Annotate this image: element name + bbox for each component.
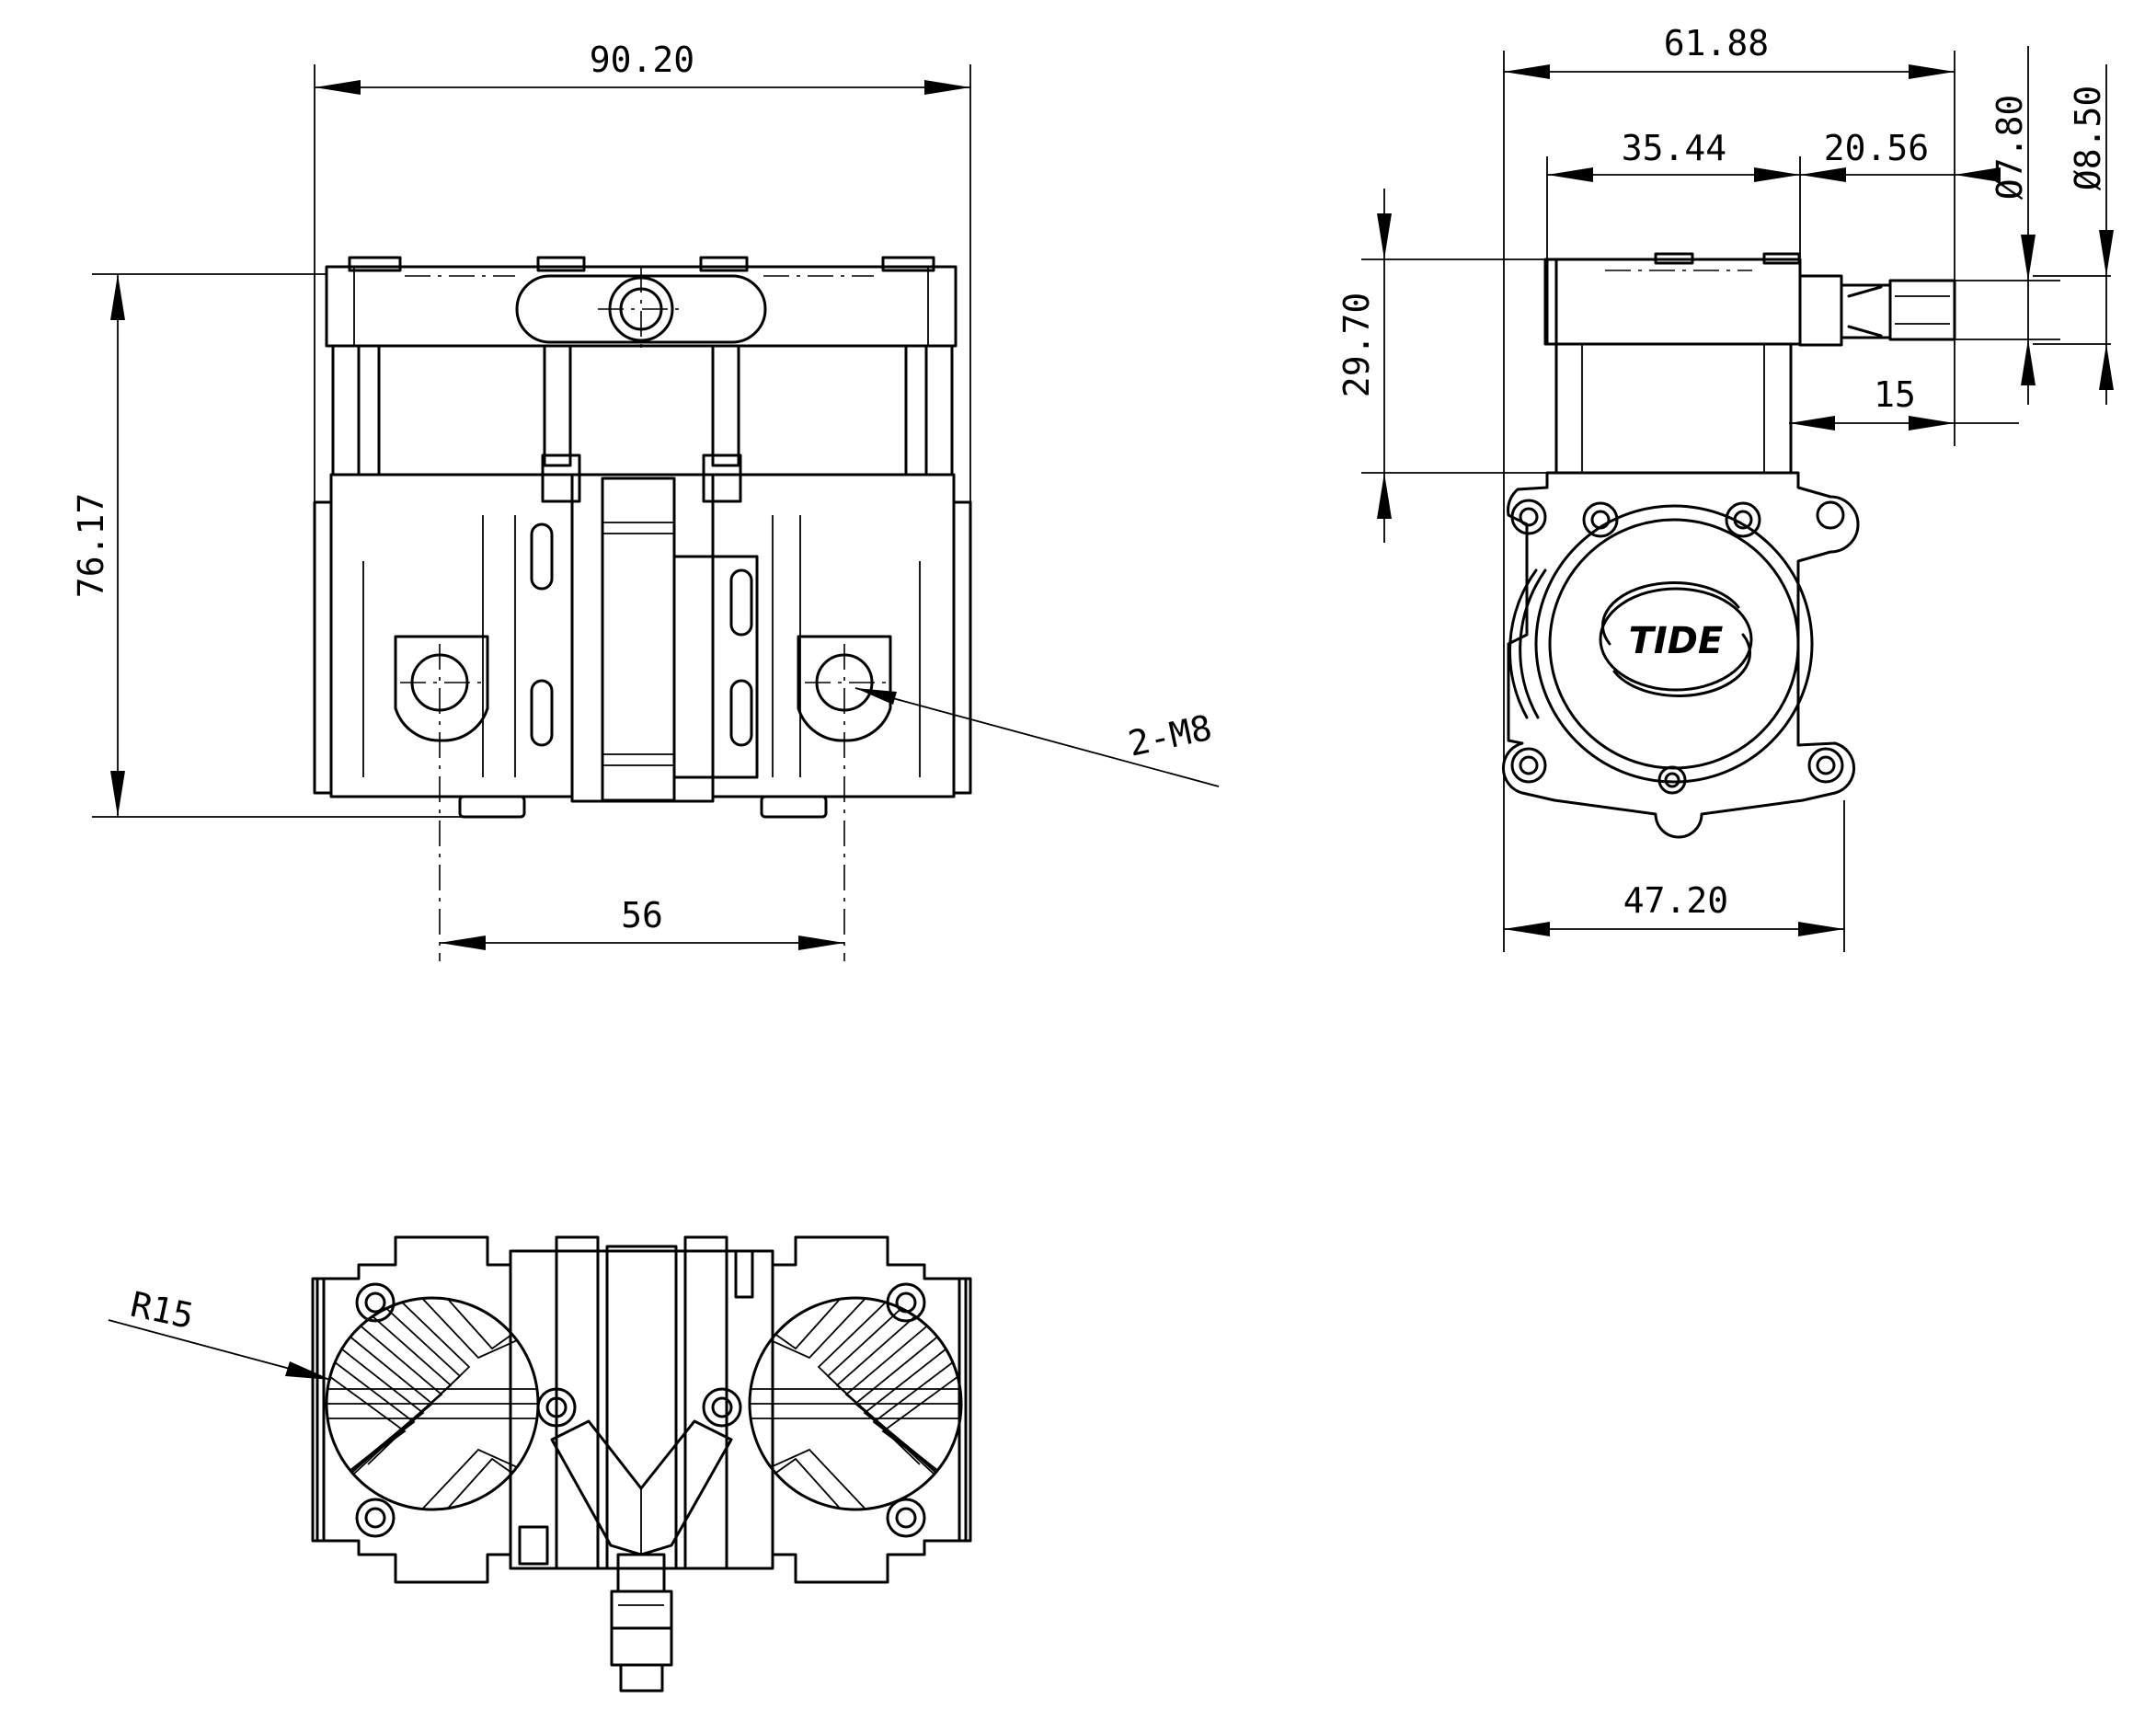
dim-hole-spacing: 56 <box>621 895 663 936</box>
dim-nozzle-offset: 15 <box>1874 374 1916 415</box>
dim-head-height: 29.70 <box>1336 293 1377 397</box>
bottom-dimensions: R15 <box>108 1284 332 1381</box>
screw-icon <box>355 1282 926 1538</box>
bottom-view <box>311 1235 972 1693</box>
front-view <box>313 256 972 961</box>
dim-width-overall: 90.20 <box>590 40 694 80</box>
right-fin-pattern <box>750 1298 961 1510</box>
logo-text: TIDE <box>1629 620 1724 662</box>
hole-callout: 2-M8 <box>1125 707 1216 764</box>
side-view: TIDE <box>1501 252 1956 839</box>
dim-base-width: 47.20 <box>1623 880 1728 921</box>
dim-nozzle-dia-small: Ø7.80 <box>1990 95 2030 200</box>
front-dimensions: 90.20 76.17 56 2-M8 <box>71 40 1220 950</box>
screw-icon <box>1510 499 1845 795</box>
dim-nozzle-dia-large: Ø8.50 <box>2068 86 2108 190</box>
brand-logo: TIDE <box>1599 580 1753 698</box>
dim-body-length: 35.44 <box>1622 128 1726 168</box>
dim-height-overall: 76.17 <box>71 493 111 598</box>
dim-nozzle-length: 20.56 <box>1824 128 1929 168</box>
radius-callout: R15 <box>127 1284 197 1337</box>
side-dimensions: 61.88 35.44 20.56 Ø7.80 Ø8.50 29.70 <box>1336 23 2114 952</box>
dim-length-overall: 61.88 <box>1664 23 1769 63</box>
